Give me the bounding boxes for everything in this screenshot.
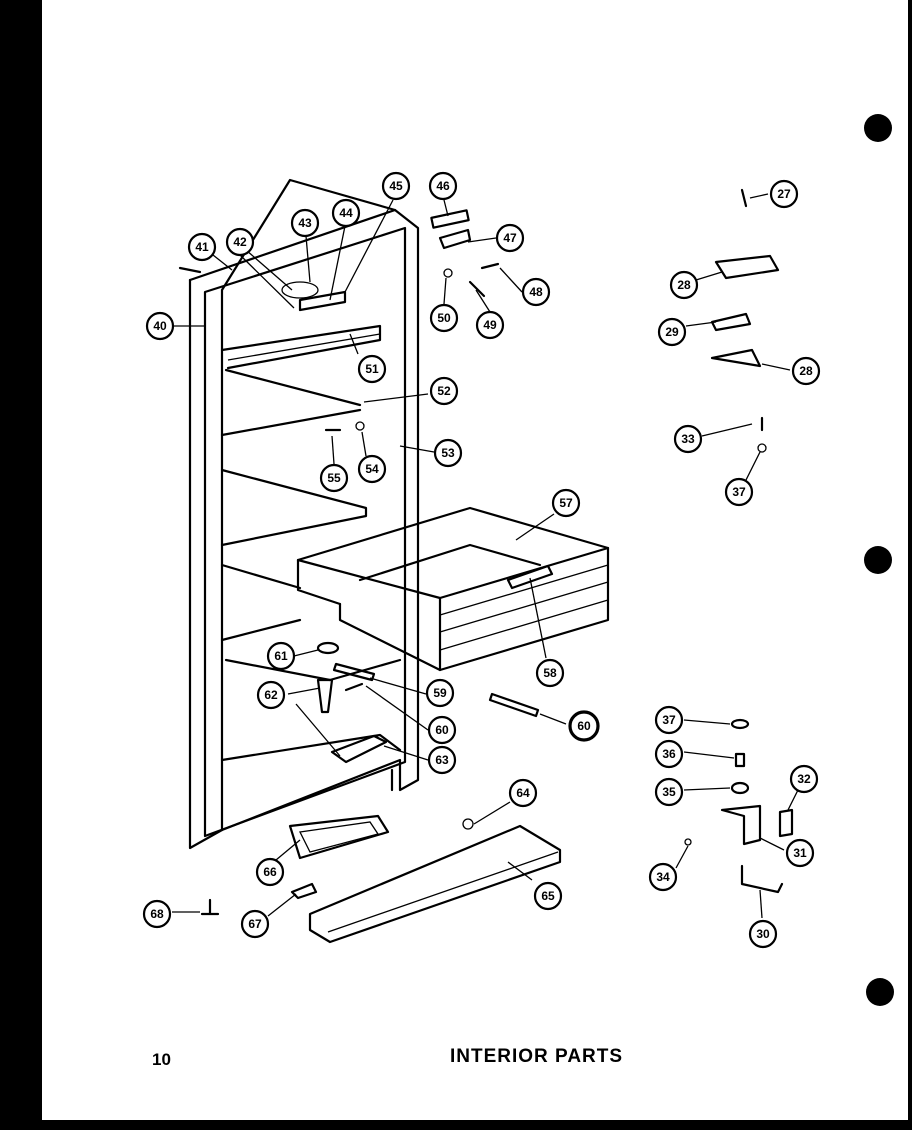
callout-66: 66 xyxy=(255,857,285,887)
callout-30: 30 xyxy=(748,919,778,949)
svg-text:45: 45 xyxy=(389,179,403,193)
callout-52: 52 xyxy=(429,376,459,406)
callout-27: 27 xyxy=(769,179,799,209)
callout-60b: 60 xyxy=(568,710,600,742)
callout-40: 40 xyxy=(145,311,175,341)
svg-text:60: 60 xyxy=(577,719,591,733)
page-title: INTERIOR PARTS xyxy=(450,1046,624,1067)
callout-54: 54 xyxy=(357,454,387,484)
callout-29: 29 xyxy=(657,317,687,347)
svg-text:43: 43 xyxy=(298,216,312,230)
svg-text:63: 63 xyxy=(435,753,449,767)
binder-hole-top xyxy=(864,114,892,142)
callout-28b: 28 xyxy=(791,356,821,386)
cabinet-liner-drawing xyxy=(178,178,420,850)
callout-61: 61 xyxy=(266,641,296,671)
callout-34: 34 xyxy=(648,862,678,892)
callout-55: 55 xyxy=(319,463,349,493)
svg-text:55: 55 xyxy=(327,471,341,485)
callout-47: 47 xyxy=(495,223,525,253)
svg-text:27: 27 xyxy=(777,187,791,201)
svg-text:47: 47 xyxy=(503,231,517,245)
svg-text:62: 62 xyxy=(264,688,278,702)
callout-62: 62 xyxy=(256,680,286,710)
callout-57: 57 xyxy=(551,488,581,518)
svg-text:36: 36 xyxy=(662,747,676,761)
callout-67: 67 xyxy=(240,909,270,939)
callout-48: 48 xyxy=(521,277,551,307)
small-parts-drawing xyxy=(200,188,794,944)
svg-text:33: 33 xyxy=(681,432,695,446)
svg-text:66: 66 xyxy=(263,865,277,879)
callout-44: 44 xyxy=(331,198,361,228)
callout-43: 43 xyxy=(290,208,320,238)
callout-46: 46 xyxy=(428,171,458,201)
callout-33: 33 xyxy=(673,424,703,454)
callout-64: 64 xyxy=(508,778,538,808)
svg-text:50: 50 xyxy=(437,311,451,325)
svg-text:57: 57 xyxy=(559,496,573,510)
svg-text:61: 61 xyxy=(274,649,288,663)
svg-text:44: 44 xyxy=(339,206,353,220)
callout-50: 50 xyxy=(429,303,459,333)
binder-hole-bottom xyxy=(866,978,894,1006)
svg-text:40: 40 xyxy=(153,319,167,333)
leader-lines xyxy=(172,193,799,919)
svg-text:42: 42 xyxy=(233,235,247,249)
svg-text:64: 64 xyxy=(516,786,530,800)
callout-32: 32 xyxy=(789,764,819,794)
callout-37: 37 xyxy=(724,477,754,507)
svg-text:67: 67 xyxy=(248,917,262,931)
svg-text:29: 29 xyxy=(665,325,679,339)
callout-53: 53 xyxy=(433,438,463,468)
callout-41: 41 xyxy=(187,232,217,262)
svg-text:51: 51 xyxy=(365,362,379,376)
page-number: 10 xyxy=(152,1050,171,1069)
callout-45: 45 xyxy=(381,171,411,201)
svg-text:41: 41 xyxy=(195,240,209,254)
callout-28: 28 xyxy=(669,270,699,300)
svg-text:54: 54 xyxy=(365,462,379,476)
svg-text:46: 46 xyxy=(436,179,450,193)
callout-51: 51 xyxy=(357,354,387,384)
svg-text:58: 58 xyxy=(543,666,557,680)
svg-text:28: 28 xyxy=(677,278,691,292)
callout-68: 68 xyxy=(142,899,172,929)
svg-text:68: 68 xyxy=(150,907,164,921)
callout-49: 49 xyxy=(475,310,505,340)
svg-text:30: 30 xyxy=(756,927,770,941)
binder-hole-middle xyxy=(864,546,892,574)
callout-63: 63 xyxy=(427,745,457,775)
svg-text:49: 49 xyxy=(483,318,497,332)
callout-37b: 37 xyxy=(654,705,684,735)
callout-36: 36 xyxy=(654,739,684,769)
callout-35: 35 xyxy=(654,777,684,807)
crisper-drawer-drawing xyxy=(296,506,610,672)
svg-text:28: 28 xyxy=(799,364,813,378)
callout-60: 60 xyxy=(427,715,457,745)
svg-text:31: 31 xyxy=(793,846,807,860)
callout-58: 58 xyxy=(535,658,565,688)
svg-text:53: 53 xyxy=(441,446,455,460)
svg-text:34: 34 xyxy=(656,870,670,884)
callout-31: 31 xyxy=(785,838,815,868)
svg-text:52: 52 xyxy=(437,384,451,398)
svg-text:37: 37 xyxy=(662,713,676,727)
parts-diagram-page: 10 INTERIOR PARTS xyxy=(42,0,908,1120)
callout-59: 59 xyxy=(425,678,455,708)
svg-text:37: 37 xyxy=(732,485,746,499)
callout-65: 65 xyxy=(533,881,563,911)
svg-text:60: 60 xyxy=(435,723,449,737)
svg-text:65: 65 xyxy=(541,889,555,903)
svg-text:59: 59 xyxy=(433,686,447,700)
callout-42: 42 xyxy=(225,227,255,257)
svg-text:32: 32 xyxy=(797,772,811,786)
svg-text:48: 48 xyxy=(529,285,543,299)
svg-text:35: 35 xyxy=(662,785,676,799)
